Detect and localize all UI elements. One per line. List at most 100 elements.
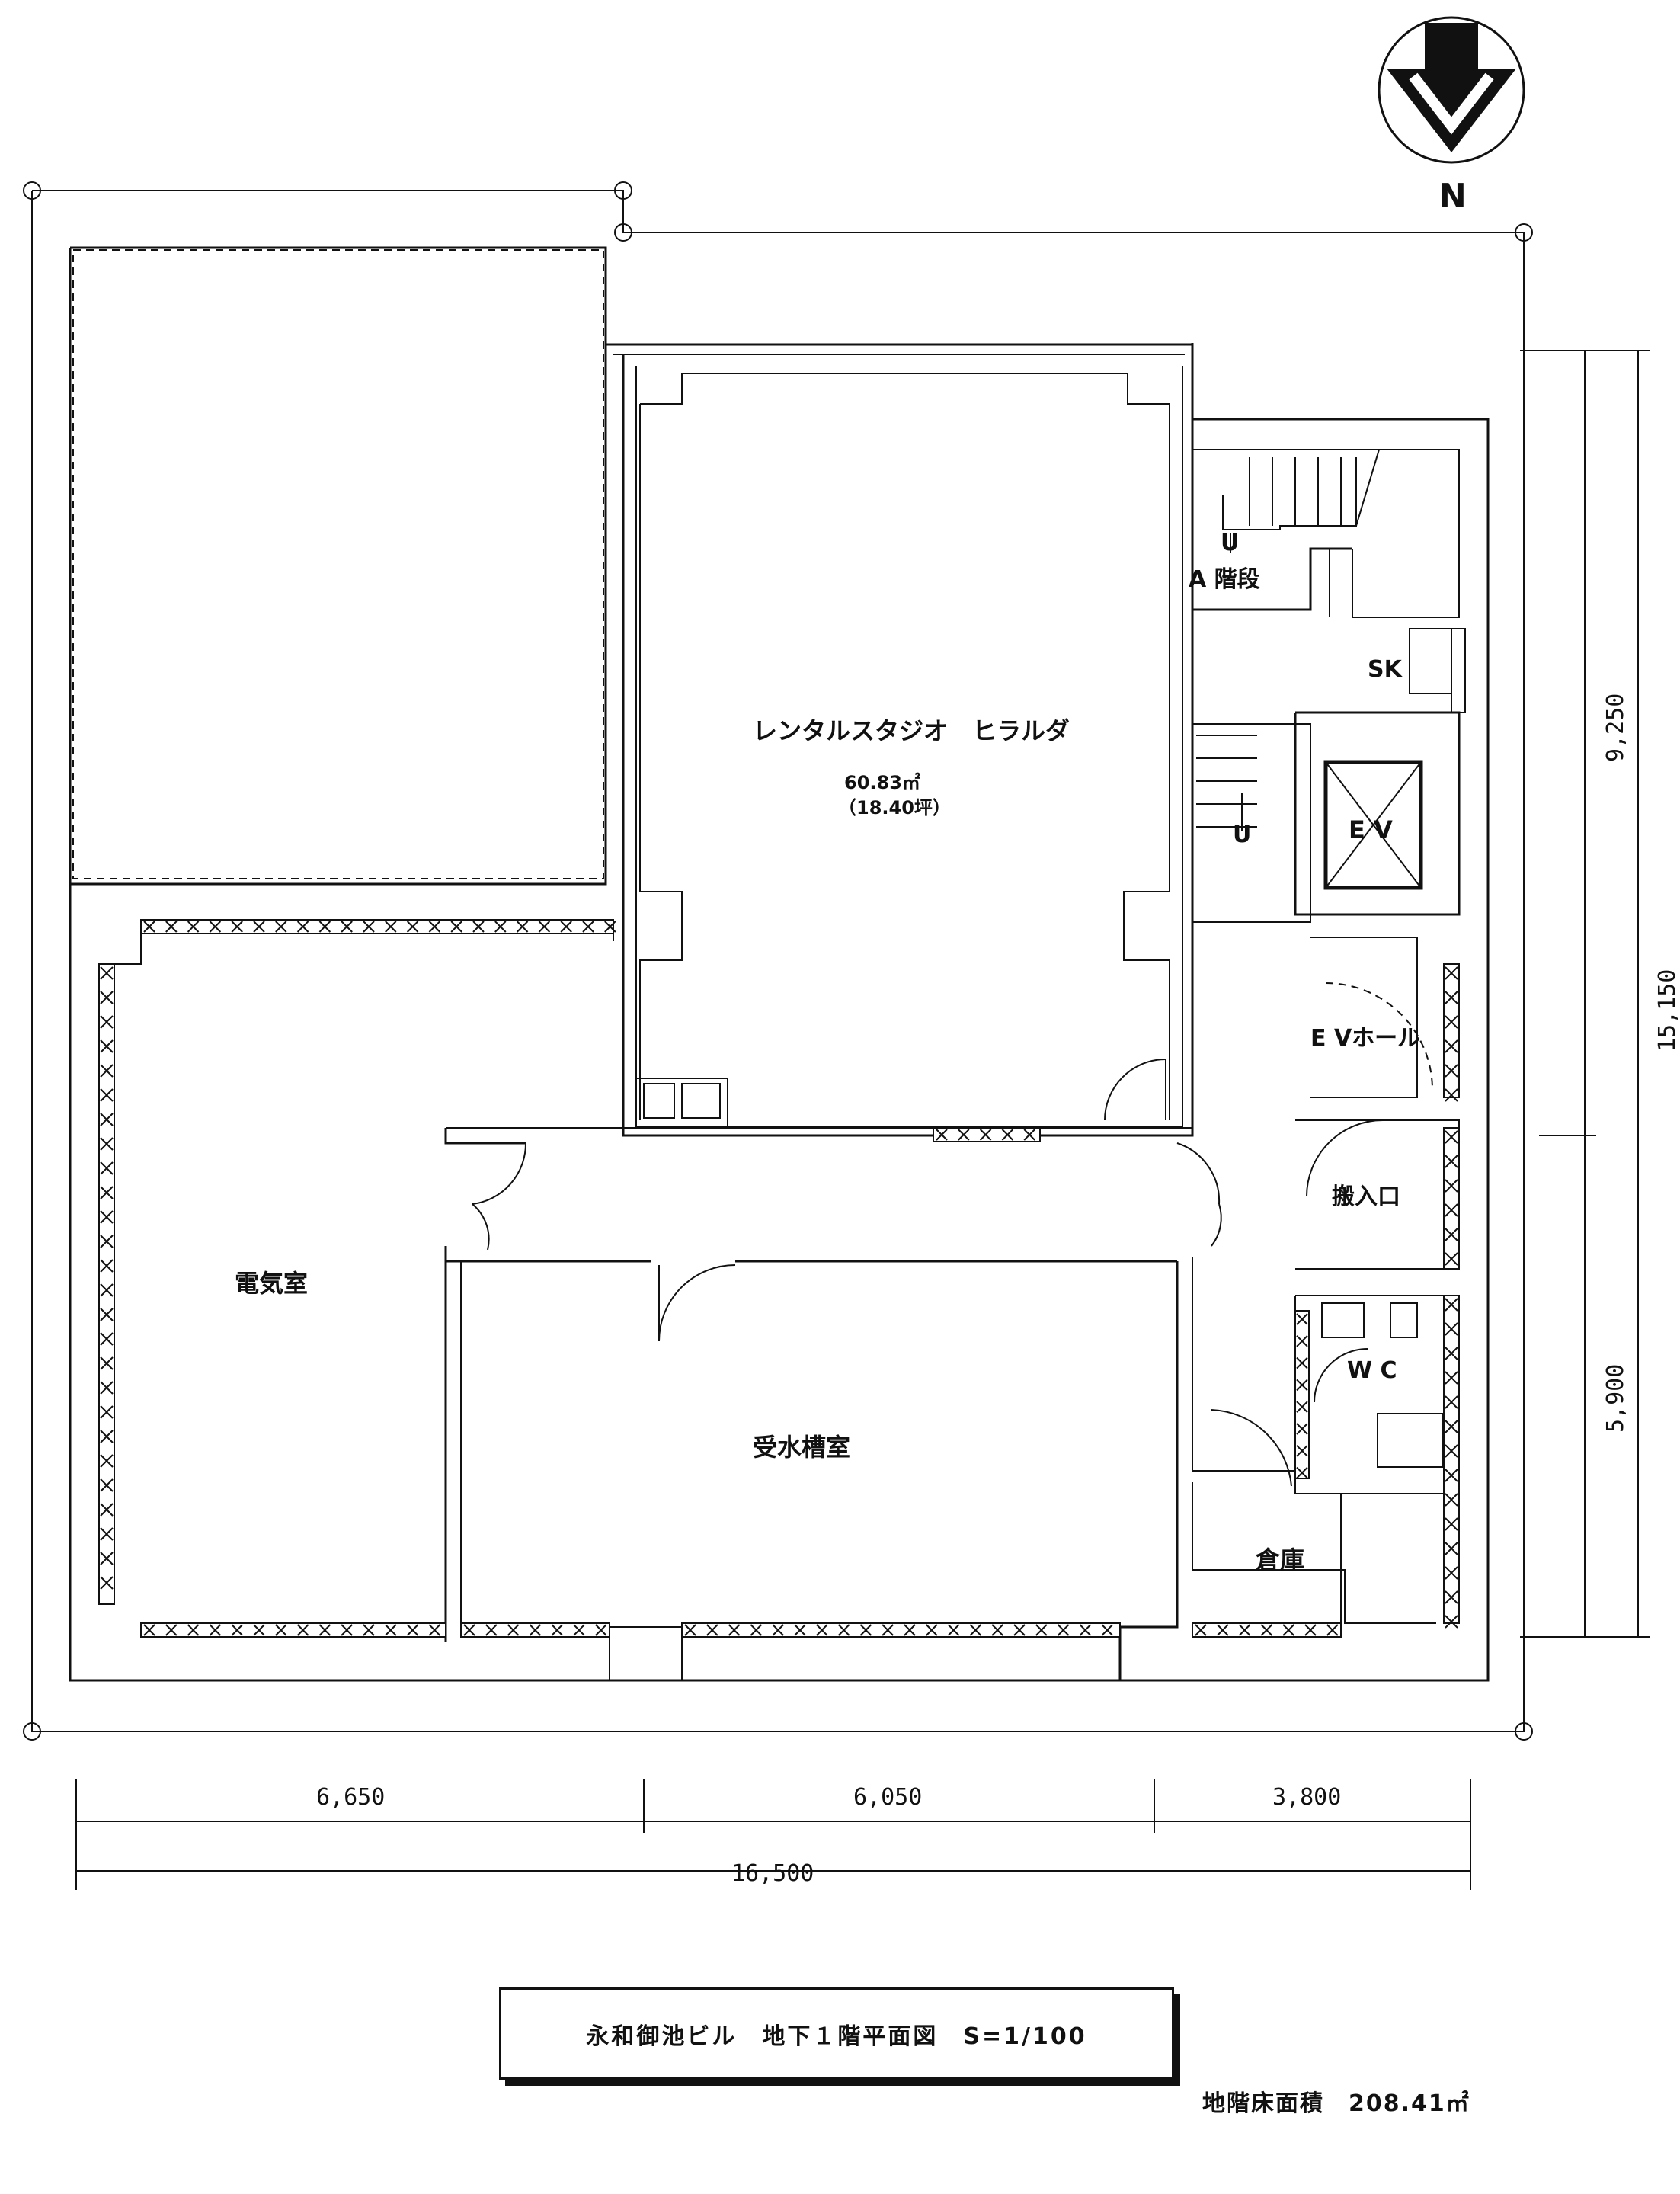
- hatch-mark: [1238, 1624, 1251, 1636]
- hatch-mark: [794, 1624, 806, 1636]
- hatch-mark: [363, 1624, 375, 1636]
- boundary-marker: [1515, 1722, 1533, 1741]
- studio-wall-inner: [635, 366, 1183, 1127]
- boundary-line: [31, 190, 1525, 1732]
- hatch-mark: [100, 1113, 114, 1126]
- hatch-mark: [143, 1624, 155, 1636]
- electric-door-swing: [472, 1142, 527, 1205]
- boundary-marker: [23, 181, 41, 200]
- stair2-up-mark: U: [1233, 822, 1251, 848]
- boundary-marker: [1515, 223, 1533, 242]
- hatch-mark: [750, 1624, 763, 1636]
- hatch-mark: [604, 921, 616, 933]
- hatch-mark: [1326, 1624, 1339, 1636]
- hatch-mark: [936, 1129, 948, 1141]
- column-notch: [609, 1626, 683, 1680]
- hatch-mark: [143, 921, 155, 933]
- hatch-mark: [1445, 1228, 1458, 1241]
- hatch-mark: [165, 921, 178, 933]
- hatch-mark: [341, 1624, 353, 1636]
- hatch-mark: [296, 1624, 309, 1636]
- north-arrow-inner: [1409, 72, 1494, 135]
- band-bottom-1: [140, 1622, 446, 1638]
- hatch-mark: [1296, 1401, 1308, 1413]
- corridor-wall: [444, 1128, 526, 1145]
- band-right-2: [1443, 1127, 1460, 1270]
- storage-wall: [1192, 1482, 1436, 1624]
- tank-room-wall: [1192, 1257, 1295, 1472]
- hatch-mark: [816, 1624, 828, 1636]
- stair-break-line: [1355, 449, 1380, 527]
- studio-area: 60.83㎡: [844, 772, 920, 793]
- hatch-mark: [385, 1624, 397, 1636]
- corridor-door-swing: [1211, 1203, 1222, 1247]
- hatch-mark: [1445, 1469, 1458, 1482]
- hatch-mark: [1035, 1624, 1048, 1636]
- hatch-mark: [253, 921, 265, 933]
- hatch-mark: [979, 1129, 992, 1141]
- hatch-mark: [1445, 1395, 1458, 1409]
- hatch-mark: [100, 1405, 114, 1419]
- stair-wall: [1191, 419, 1352, 611]
- hatch-mark: [231, 1624, 243, 1636]
- site-boundary: [23, 181, 1533, 1741]
- hatch-mark: [1445, 1371, 1458, 1385]
- hatch-mark: [406, 1624, 419, 1636]
- hatch-mark: [100, 1478, 114, 1492]
- hatch-mark: [1296, 1445, 1308, 1457]
- hatch-mark: [926, 1624, 938, 1636]
- hatch-mark: [560, 921, 572, 933]
- hatch-mark: [428, 1624, 441, 1636]
- hatch-mark: [209, 1624, 222, 1636]
- stair-wall: [1192, 449, 1460, 618]
- sk-sink: [1409, 628, 1452, 694]
- band-wc-left: [1294, 1310, 1310, 1479]
- hatch-mark: [595, 1624, 607, 1636]
- boundary-marker: [614, 223, 632, 242]
- hatch-mark: [275, 921, 287, 933]
- hatch-mark: [1260, 1624, 1273, 1636]
- studio-name: レンタルスタジオ ヒラルダ: [753, 716, 1070, 745]
- hatch-mark: [1445, 1322, 1458, 1336]
- wall-hatching: [100, 921, 1458, 1636]
- hatch-mark: [1101, 1624, 1113, 1636]
- dim-horizontal-3: 3,800: [1272, 1784, 1341, 1811]
- hatch-mark: [1445, 1590, 1458, 1604]
- compass: N: [1378, 16, 1525, 216]
- stair-treads: [1222, 457, 1357, 530]
- band-bottom-3: [681, 1622, 1121, 1638]
- ev-shaft-wall: [1294, 711, 1461, 916]
- core-area: U A 階段 SK U E V E Vホール 搬入口 W C: [1189, 419, 1466, 1494]
- band-right-3: [1443, 1295, 1460, 1624]
- electrical-room-label: 電気室: [235, 1269, 308, 1298]
- hatch-mark: [100, 1503, 114, 1517]
- hatch-mark: [538, 921, 551, 933]
- hatch-mark: [573, 1624, 585, 1636]
- boundary-marker: [614, 181, 632, 200]
- north-letter: N: [1438, 177, 1467, 216]
- hatch-mark: [100, 1064, 114, 1078]
- corridor-door-swing: [1176, 1142, 1221, 1205]
- hatch-mark: [1445, 1298, 1458, 1312]
- hatch-mark: [1445, 1039, 1458, 1053]
- hatch-mark: [187, 1624, 200, 1636]
- stair-treads: [1249, 457, 1342, 526]
- hatch-mark: [1445, 966, 1458, 980]
- hatch-mark: [1445, 1347, 1458, 1360]
- hatch-mark: [100, 1308, 114, 1321]
- ev-car-cross: [1325, 761, 1422, 889]
- hatch-mark: [1445, 1517, 1458, 1531]
- hatch-mark: [100, 991, 114, 1004]
- floor-area-note: 地階床面積 208.41㎡: [1202, 2090, 1470, 2117]
- hatch-mark: [1445, 1155, 1458, 1168]
- compass-circle: [1378, 16, 1525, 164]
- ev-hall-label: E Vホール: [1310, 1025, 1420, 1052]
- tank-room-wall: [1118, 1261, 1179, 1680]
- outer-wall: [69, 343, 1490, 1682]
- hatch-mark: [100, 1259, 114, 1273]
- hatch-mark: [100, 1137, 114, 1151]
- hatch-mark: [275, 1624, 287, 1636]
- corridor-wall: [444, 1246, 651, 1263]
- tank-door-swing: [658, 1264, 736, 1342]
